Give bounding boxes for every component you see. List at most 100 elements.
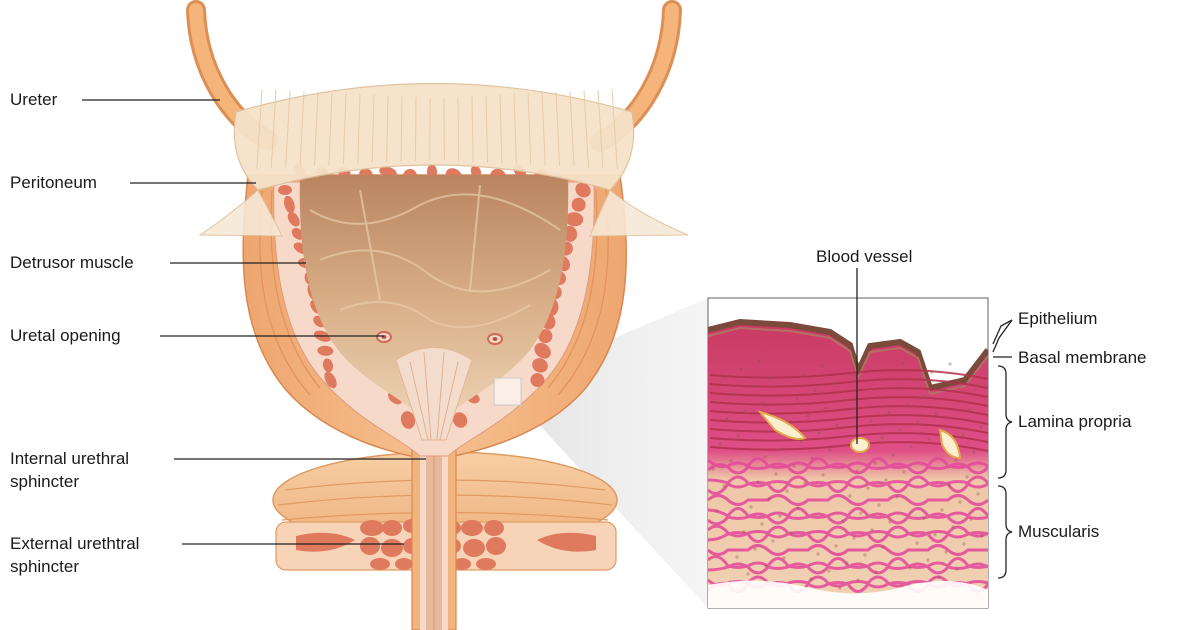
cell-nucleus — [923, 517, 925, 519]
cell-nucleus — [765, 565, 767, 567]
cell-nucleus — [924, 396, 926, 398]
cell-nucleus — [758, 360, 760, 362]
cell-nucleus — [909, 567, 911, 569]
label-lamina-propria: Lamina propria — [1018, 411, 1131, 432]
cell-nucleus — [817, 553, 819, 555]
cell-nucleus — [895, 387, 897, 389]
cell-nucleus — [835, 545, 837, 547]
cell-nucleus — [928, 438, 930, 440]
cell-nucleus — [757, 481, 759, 483]
cell-nucleus — [793, 465, 795, 467]
label-blood-vessel: Blood vessel — [816, 246, 912, 267]
cell-nucleus — [842, 520, 844, 522]
cell-nucleus — [874, 462, 876, 464]
cell-nucleus — [821, 365, 823, 367]
cell-nucleus — [896, 496, 898, 498]
cell-nucleus — [733, 393, 735, 395]
cell-nucleus — [807, 415, 809, 417]
cell-nucleus — [762, 402, 764, 404]
urethra — [412, 440, 456, 630]
cell-nucleus — [797, 507, 799, 509]
cell-nucleus — [934, 534, 936, 536]
label-detrusor-muscle: Detrusor muscle — [10, 252, 134, 273]
cell-nucleus — [949, 363, 951, 365]
cell-nucleus — [888, 412, 890, 414]
histology-inset — [708, 298, 988, 608]
cell-nucleus — [941, 509, 943, 511]
cell-nucleus — [828, 570, 830, 572]
cell-nucleus — [818, 432, 820, 434]
cell-nucleus — [948, 484, 950, 486]
cell-nucleus — [810, 578, 812, 580]
cell-nucleus — [779, 515, 781, 517]
cell-nucleus — [814, 390, 816, 392]
label-epithelium: Epithelium — [1018, 308, 1097, 329]
cell-nucleus — [712, 468, 714, 470]
cell-nucleus — [927, 559, 929, 561]
cell-nucleus — [956, 568, 958, 570]
cell-nucleus — [750, 506, 752, 508]
cell-nucleus — [959, 501, 961, 503]
cell-nucleus — [832, 382, 834, 384]
peritoneum-fold-line — [458, 97, 459, 161]
cell-nucleus — [723, 485, 725, 487]
cell-nucleus — [853, 537, 855, 539]
cell-nucleus — [976, 384, 978, 386]
cell-nucleus — [843, 399, 845, 401]
cell-nucleus — [825, 407, 827, 409]
cell-nucleus — [796, 398, 798, 400]
cell-nucleus — [803, 373, 805, 375]
cell-nucleus — [963, 543, 965, 545]
cell-nucleus — [726, 418, 728, 420]
cell-nucleus — [786, 490, 788, 492]
cell-nucleus — [737, 435, 739, 437]
cell-nucleus — [751, 385, 753, 387]
cell-nucleus — [829, 449, 831, 451]
label-uretal-opening: Uretal opening — [10, 325, 121, 346]
cell-nucleus — [892, 454, 894, 456]
cell-nucleus — [902, 362, 904, 364]
cell-nucleus — [804, 482, 806, 484]
cell-nucleus — [857, 579, 859, 581]
cell-nucleus — [764, 456, 766, 458]
cell-nucleus — [719, 443, 721, 445]
label-basal-membrane: Basal membrane — [1018, 347, 1147, 368]
cell-nucleus — [878, 504, 880, 506]
cell-nucleus — [722, 376, 724, 378]
cell-nucleus — [962, 434, 964, 436]
zoom-region-box — [494, 378, 521, 405]
cell-nucleus — [917, 421, 919, 423]
cell-nucleus — [867, 487, 869, 489]
cell-nucleus — [849, 495, 851, 497]
label-muscularis: Muscularis — [1018, 521, 1099, 542]
cell-nucleus — [740, 368, 742, 370]
cell-nucleus — [931, 371, 933, 373]
cell-nucleus — [910, 446, 912, 448]
cell-nucleus — [839, 587, 841, 589]
cell-nucleus — [800, 440, 802, 442]
cell-nucleus — [856, 470, 858, 472]
cell-nucleus — [981, 535, 983, 537]
cell-nucleus — [768, 498, 770, 500]
cell-nucleus — [980, 426, 982, 428]
label-internal-sphincter-2: sphincter — [10, 471, 79, 492]
cell-nucleus — [906, 404, 908, 406]
label-ureter: Ureter — [10, 89, 57, 110]
cell-nucleus — [955, 459, 957, 461]
cell-nucleus — [889, 521, 891, 523]
label-internal-sphincter-1: Internal urethral — [10, 448, 129, 469]
cell-nucleus — [882, 546, 884, 548]
cell-nucleus — [969, 409, 971, 411]
cell-nucleus — [744, 410, 746, 412]
cell-nucleus — [899, 429, 901, 431]
cell-nucleus — [871, 529, 873, 531]
cell-nucleus — [913, 379, 915, 381]
cell-nucleus — [822, 474, 824, 476]
cell-nucleus — [945, 551, 947, 553]
label-external-sphincter-1: External urethtral — [10, 533, 139, 554]
cell-nucleus — [860, 512, 862, 514]
cell-nucleus — [864, 554, 866, 556]
cell-nucleus — [769, 377, 771, 379]
cell-nucleus — [966, 476, 968, 478]
